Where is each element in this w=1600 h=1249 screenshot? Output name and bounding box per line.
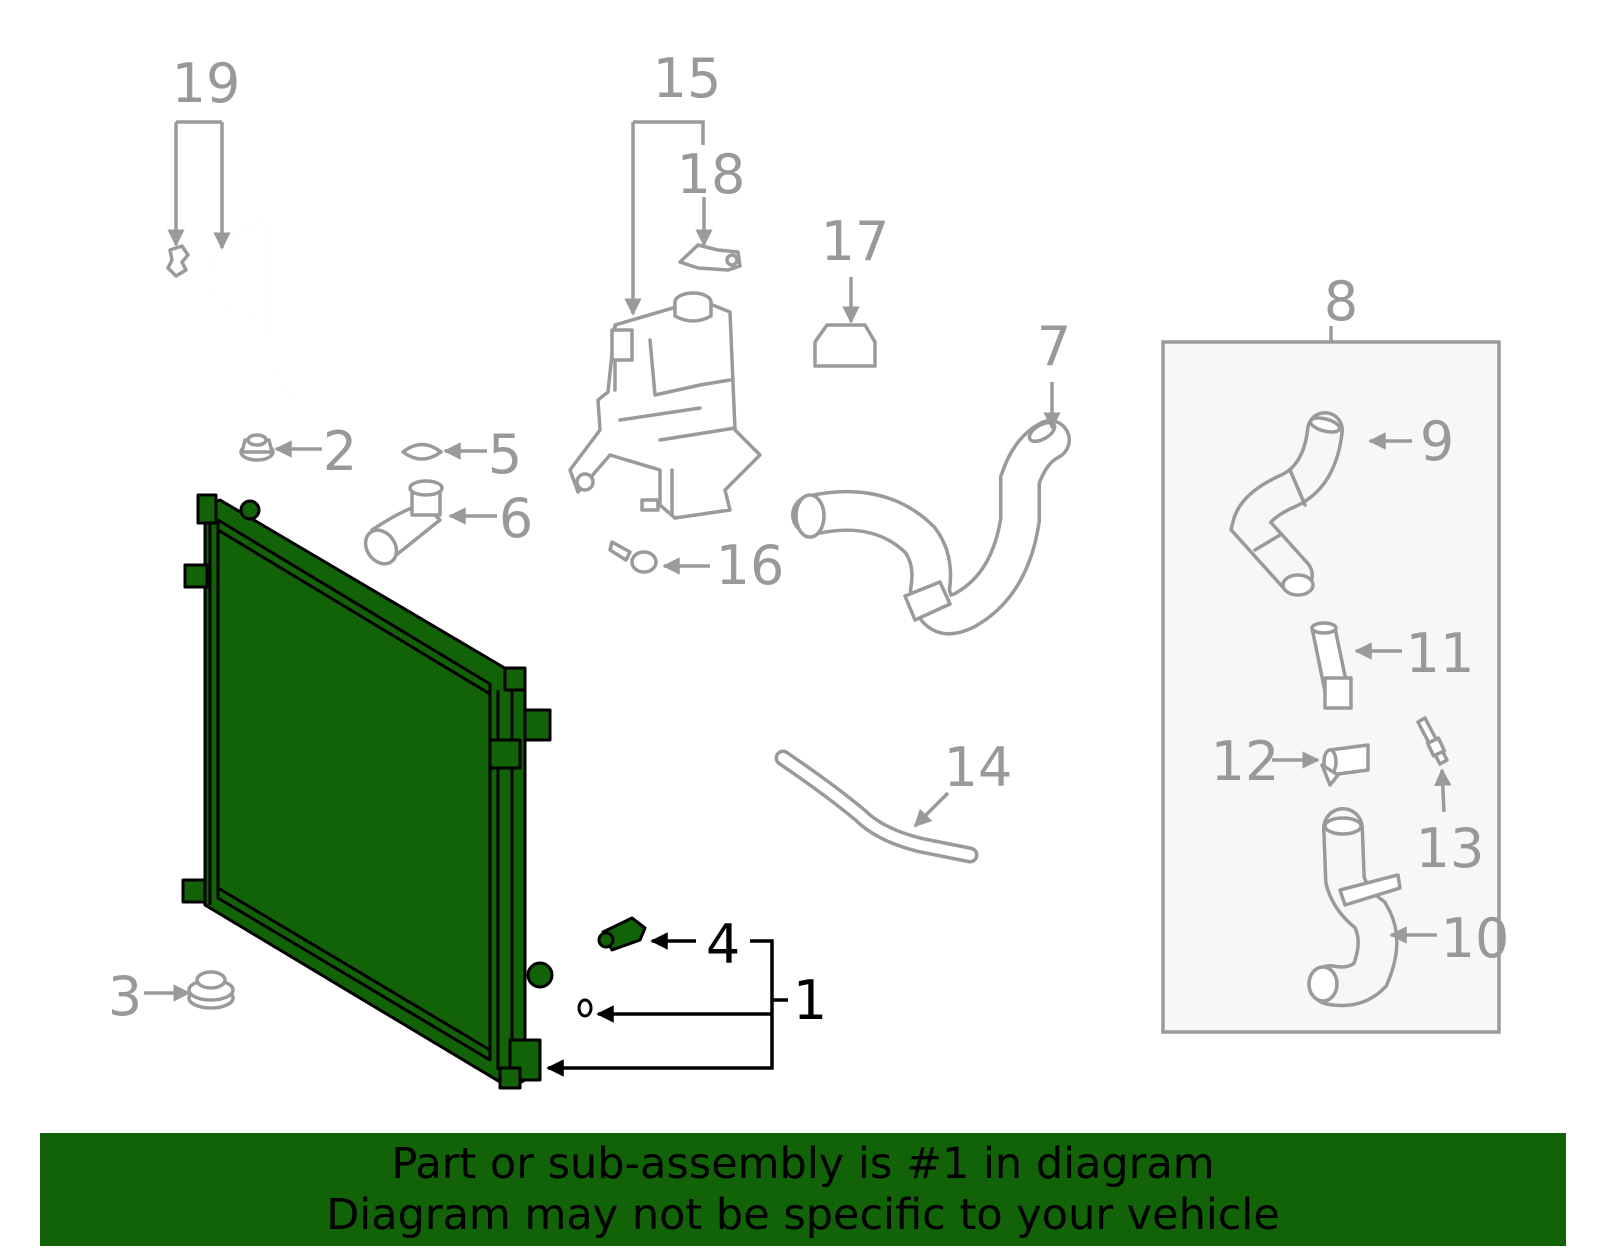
drain-cock[interactable]	[597, 916, 647, 952]
callout-3: 3	[108, 965, 142, 1028]
reservoir-15[interactable]	[568, 291, 762, 520]
callout-9: 9	[1420, 410, 1454, 473]
callout-17: 17	[821, 210, 890, 273]
hose-9[interactable]	[1229, 411, 1344, 597]
callout-4: 4	[706, 913, 740, 976]
outlet-6[interactable]	[359, 479, 444, 570]
callout-14: 14	[944, 736, 1013, 799]
callout-7: 7	[1037, 315, 1071, 378]
callout-18: 18	[677, 143, 746, 206]
o-ring[interactable]	[577, 998, 593, 1018]
callout-19: 19	[172, 52, 241, 115]
callout-1: 1	[793, 969, 827, 1032]
clamp-12[interactable]	[1320, 743, 1370, 787]
callout-13: 13	[1416, 817, 1485, 880]
notice-banner: Part or sub-assembly is #1 in diagram Di…	[40, 1133, 1566, 1246]
hose-11[interactable]	[1310, 621, 1353, 710]
bracket-18[interactable]	[678, 243, 742, 272]
callout-5: 5	[488, 423, 522, 486]
callout-15: 15	[653, 47, 722, 110]
callout-10: 10	[1441, 907, 1510, 970]
callout-8: 8	[1324, 270, 1358, 333]
callout-2: 2	[323, 420, 357, 483]
label-17[interactable]	[813, 323, 877, 368]
hose-14[interactable]	[774, 749, 979, 864]
banner-line-1: Part or sub-assembly is #1 in diagram	[391, 1138, 1215, 1189]
cap-5[interactable]	[401, 442, 443, 461]
hose-19[interactable]	[206, 219, 318, 398]
callout-11: 11	[1406, 622, 1475, 685]
callout-12: 12	[1211, 730, 1280, 793]
cap-2[interactable]	[239, 433, 275, 462]
sensor-13[interactable]	[1416, 716, 1449, 766]
clip-19[interactable]	[166, 244, 190, 278]
banner-line-2: Diagram may not be specific to your vehi…	[326, 1189, 1280, 1240]
insulator-3[interactable]	[187, 970, 235, 1010]
callout-6: 6	[499, 487, 533, 550]
bolt-16[interactable]	[608, 540, 658, 574]
radiator-assembly[interactable]	[181, 493, 554, 1090]
hose-7[interactable]	[791, 419, 1071, 636]
hose-10[interactable]	[1307, 807, 1402, 1008]
callout-16: 16	[716, 534, 785, 597]
